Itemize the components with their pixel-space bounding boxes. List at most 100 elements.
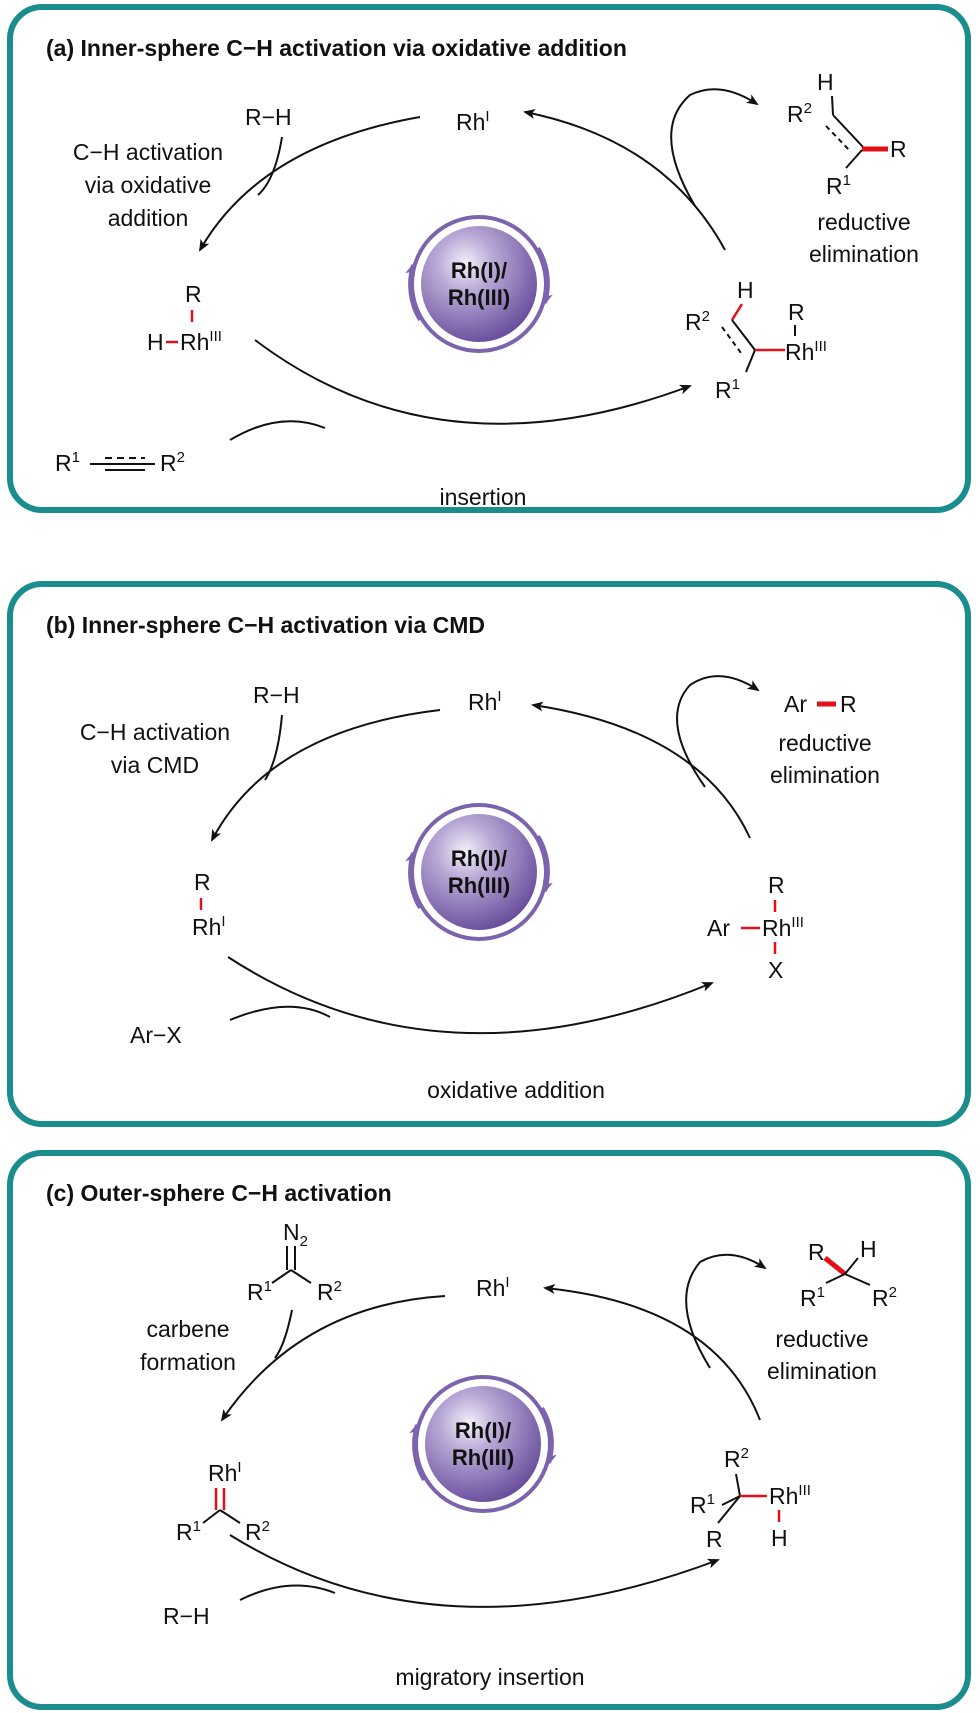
svg-text:H: H <box>737 277 754 303</box>
complex-ar-rh-iii: R Ar RhIII X <box>707 872 804 983</box>
reagent-r-h: R−H <box>163 1603 210 1629</box>
product-ar-r: Ar R <box>784 691 857 717</box>
hub-arrow-right <box>536 834 553 893</box>
step-bottom-label: insertion <box>440 484 527 510</box>
hub-arrow-right <box>540 1406 557 1465</box>
cycle-arrow-top-right <box>523 109 726 251</box>
cycle-arrow-top-right <box>543 1284 761 1421</box>
rh-i-top-b: RhI <box>468 688 502 715</box>
side-arrow-reagent-in <box>264 714 283 781</box>
cycle-arrow-top-left <box>220 1295 446 1422</box>
svg-text:R2: R2 <box>685 308 710 335</box>
svg-text:Ar: Ar <box>784 691 807 717</box>
svg-text:RhI: RhI <box>456 108 490 135</box>
svg-text:R: R <box>185 281 202 307</box>
svg-text:RhIII: RhIII <box>769 1482 811 1509</box>
step-right-line2: elimination <box>767 1358 877 1384</box>
step-right-line2: elimination <box>770 762 880 788</box>
rh-i-top-c: RhI <box>476 1274 510 1301</box>
alkyne-reagent: R1 R2 <box>55 449 185 476</box>
step-bottom-label: oxidative addition <box>427 1077 605 1103</box>
step-left-line1: carbene <box>146 1316 229 1342</box>
svg-text:R: R <box>788 299 805 325</box>
complex-rh-i-r: R RhI <box>192 869 226 940</box>
svg-text:RhI: RhI <box>208 1459 242 1486</box>
svg-text:R2: R2 <box>872 1284 897 1311</box>
hub-arrow-left <box>405 263 422 322</box>
side-arrow-r-h-in <box>239 1584 336 1601</box>
step-left-line2: via CMD <box>111 752 199 778</box>
rh-i-top-a: RhI <box>456 108 490 135</box>
svg-text:R2: R2 <box>787 100 812 127</box>
step-left-line3: addition <box>108 205 189 231</box>
svg-text:R1: R1 <box>826 172 851 199</box>
product-alkane: R H R1 R2 <box>800 1236 897 1311</box>
svg-text:H: H <box>147 329 164 355</box>
step-left-line2: via oxidative <box>85 172 212 198</box>
svg-text:N2: N2 <box>283 1219 308 1250</box>
hub-arrow-left <box>405 851 422 910</box>
side-arrow-reagent-in <box>257 136 283 196</box>
diazo-reagent: N2 R1 R2 <box>247 1219 342 1305</box>
side-arrow-product-out <box>685 1253 767 1369</box>
hub-label-line2: Rh(III) <box>452 1445 514 1470</box>
hub-rh-i-iii: Rh(I)/ Rh(III) <box>405 803 553 941</box>
svg-text:RhI: RhI <box>468 688 502 715</box>
complex-h-rh-iii-r: R H RhIII <box>147 281 222 355</box>
side-arrow-arx-in <box>229 1005 331 1021</box>
svg-text:RhI: RhI <box>476 1274 510 1301</box>
rh-carbene: RhI R1 R2 <box>176 1459 270 1545</box>
svg-text:R2: R2 <box>160 449 185 476</box>
svg-text:R1: R1 <box>55 449 80 476</box>
side-arrow-diazo-in <box>274 1309 293 1359</box>
panel-c-title: (c) Outer-sphere C−H activation <box>46 1180 392 1206</box>
hub-label-line1: Rh(I)/ <box>451 846 507 871</box>
svg-text:X: X <box>768 957 783 983</box>
svg-text:RhIII: RhIII <box>762 914 804 941</box>
svg-text:RhIII: RhIII <box>785 338 827 365</box>
cycle-arrow-bottom <box>227 956 714 1035</box>
svg-text:R1: R1 <box>247 1278 272 1305</box>
cycle-arrow-bottom <box>229 1534 720 1608</box>
step-right-line1: reductive <box>775 1326 868 1352</box>
svg-text:R: R <box>768 872 785 898</box>
svg-text:R: R <box>194 869 211 895</box>
panel-a-frame <box>7 4 971 513</box>
panel-c-frame <box>7 1150 971 1710</box>
svg-text:R: R <box>808 1239 825 1265</box>
step-left-line2: formation <box>140 1349 236 1375</box>
svg-text:R2: R2 <box>245 1518 270 1545</box>
panel-b: (b) Inner-sphere C−H activation via CMD … <box>7 581 971 1127</box>
svg-text:RhIII: RhIII <box>180 328 222 355</box>
step-left-line1: C−H activation <box>73 139 223 165</box>
cycle-arrow-bottom <box>254 339 692 425</box>
cycle-arrow-top-left <box>211 709 441 842</box>
hub-rh-i-iii: Rh(I)/ Rh(III) <box>405 215 553 353</box>
reagent-r-h: R−H <box>245 104 292 130</box>
panel-c: (c) Outer-sphere C−H activation Rh(I)/ R… <box>7 1150 971 1710</box>
panel-b-frame <box>7 581 971 1127</box>
svg-text:R: R <box>706 1526 723 1552</box>
cycle-arrow-top-right <box>531 701 751 839</box>
product-alkene: H R2 R R1 <box>787 69 907 199</box>
hub-label-line2: Rh(III) <box>448 873 510 898</box>
hub-arrow-left <box>409 1423 426 1482</box>
hub-label-line1: Rh(I)/ <box>455 1418 511 1443</box>
svg-text:RhI: RhI <box>192 913 226 940</box>
panel-a: (a) Inner-sphere C−H activation via oxid… <box>7 4 971 513</box>
hub-arrow-right <box>536 246 553 305</box>
panel-a-title: (a) Inner-sphere C−H activation via oxid… <box>46 35 627 61</box>
step-right-line2: elimination <box>809 241 919 267</box>
reagent-r-h: R−H <box>253 682 300 708</box>
hub-label-line2: Rh(III) <box>448 285 510 310</box>
complex-vinyl-rh-iii: H R2 R1 R RhIII <box>685 277 827 403</box>
complex-alkyl-rh-iii-h: R2 R1 R RhIII H <box>690 1445 811 1552</box>
step-left-line1: C−H activation <box>80 719 230 745</box>
svg-text:H: H <box>860 1236 877 1262</box>
step-right-line1: reductive <box>817 209 910 235</box>
hub-rh-i-iii: Rh(I)/ Rh(III) <box>409 1375 557 1513</box>
step-bottom-label: migratory insertion <box>395 1664 584 1690</box>
panel-b-title: (b) Inner-sphere C−H activation via CMD <box>46 612 485 638</box>
svg-text:H: H <box>771 1525 788 1551</box>
svg-text:R1: R1 <box>690 1491 715 1518</box>
